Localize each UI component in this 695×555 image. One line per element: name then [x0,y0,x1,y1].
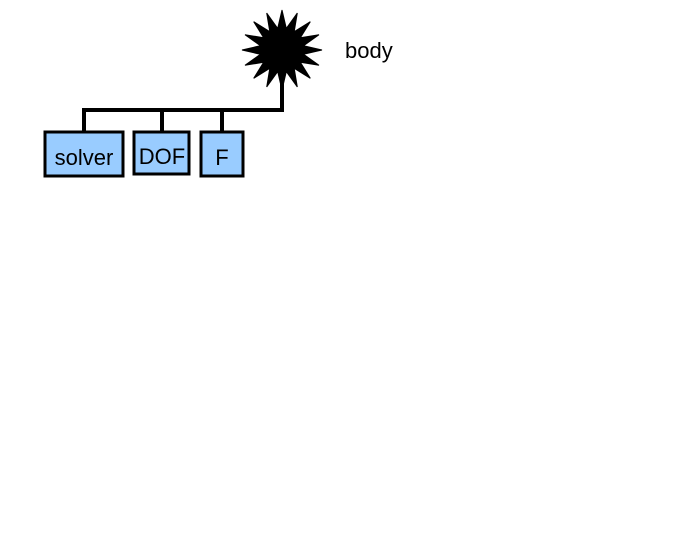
child-box-solver [43,130,125,178]
starburst-icon [241,9,323,91]
child-label-dof: DOF [139,144,185,169]
child-node-dof: DOF [132,130,191,176]
child-label-solver: solver [55,145,114,170]
child-box-f [199,130,245,178]
connectors [82,73,284,134]
child-label-f: F [215,145,228,170]
child-node-f: F [199,130,245,178]
child-node-solver: solver [43,130,125,178]
root-label: body [345,38,393,63]
child-box-dof [132,130,191,176]
